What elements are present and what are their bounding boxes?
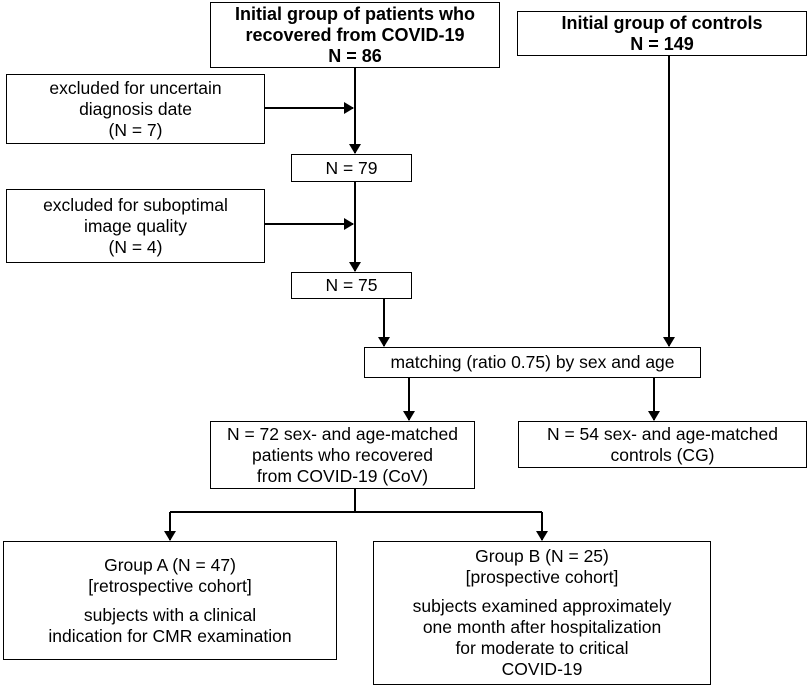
group-a-title: Group A (N = 47): [104, 554, 236, 575]
group-b-title: Group B (N = 25): [475, 546, 609, 566]
box-initial-patients: Initial group of patients who recovered …: [210, 2, 500, 68]
initial-controls-line-1: Initial group of controls: [561, 12, 763, 33]
initial-patients-line-3: N = 86: [328, 45, 382, 66]
cov-matched-line-3: from COVID-19 (CoV): [256, 465, 429, 486]
box-excluded-diagnosis: excluded for uncertain diagnosis date (N…: [6, 74, 265, 144]
box-cg-matched: N = 54 sex- and age-matched controls (CG…: [518, 421, 807, 468]
box-excluded-image: excluded for suboptimal image quality (N…: [6, 189, 265, 263]
group-b-desc-line-3: for moderate to critical: [455, 638, 629, 658]
group-b-desc-line-4: COVID-19: [501, 659, 583, 679]
group-b-desc-line-2: one month after hospitalization: [422, 617, 662, 637]
group-b-cohort: [prospective cohort]: [465, 567, 619, 587]
box-matching: matching (ratio 0.75) by sex and age: [364, 347, 701, 378]
group-a-cohort: [retrospective cohort]: [88, 575, 252, 596]
matching-label: matching (ratio 0.75) by sex and age: [390, 352, 675, 372]
initial-patients-line-2: recovered from COVID-19: [245, 24, 465, 45]
excluded-image-line-3: (N = 4): [108, 236, 163, 257]
cg-matched-line-2: controls (CG): [610, 444, 715, 465]
box-n75: N = 75: [291, 272, 412, 299]
group-b-desc-line-1: subjects examined approximately: [412, 596, 672, 616]
box-group-b: Group B (N = 25) [prospective cohort] su…: [373, 541, 711, 685]
excluded-image-line-1: excluded for suboptimal: [43, 194, 228, 215]
excluded-image-line-2: image quality: [83, 215, 188, 236]
excluded-diagnosis-line-3: (N = 7): [108, 119, 163, 140]
n79-label: N = 79: [325, 157, 378, 178]
box-n79: N = 79: [291, 154, 412, 182]
excluded-diagnosis-line-1: excluded for uncertain: [49, 77, 222, 98]
cg-matched-line-1: N = 54 sex- and age-matched: [546, 423, 779, 444]
box-group-a: Group A (N = 47) [retrospective cohort] …: [3, 541, 337, 660]
group-a-desc-line-2: indication for CMR examination: [48, 625, 292, 646]
cov-matched-line-1: N = 72 sex- and age-matched: [226, 423, 459, 444]
cov-matched-line-2: patients who recovered: [252, 444, 433, 465]
n75-label: N = 75: [325, 275, 378, 295]
initial-patients-line-1: Initial group of patients who: [235, 3, 475, 24]
group-a-desc-line-1: subjects with a clinical: [83, 604, 257, 625]
box-cov-matched: N = 72 sex- and age-matched patients who…: [210, 421, 475, 489]
excluded-diagnosis-line-2: diagnosis date: [79, 98, 192, 119]
initial-controls-line-2: N = 149: [630, 33, 694, 54]
box-initial-controls: Initial group of controls N = 149: [517, 11, 807, 56]
